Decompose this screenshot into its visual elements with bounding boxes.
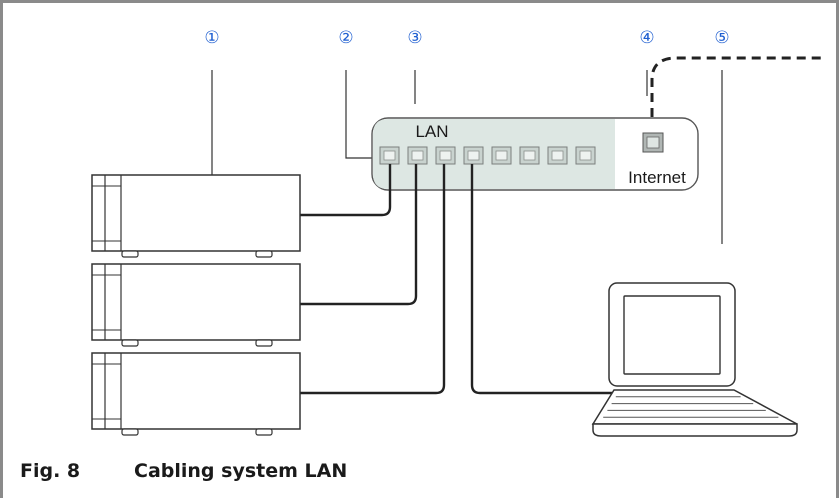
callout-1: ①: [204, 28, 219, 48]
lan-port-socket: [439, 150, 452, 161]
device-housing: [91, 263, 301, 341]
lan-port-socket: [523, 150, 536, 161]
laptop-icon: [591, 282, 798, 437]
device-module: [91, 174, 301, 258]
device-foot: [121, 428, 139, 436]
lan-port-socket: [467, 150, 480, 161]
device-housing: [91, 174, 301, 252]
device-foot: [255, 250, 273, 258]
lan-cables: [300, 164, 612, 395]
lan-port-socket: [551, 150, 564, 161]
internet-label: Internet: [628, 168, 686, 187]
device-module: [91, 352, 301, 436]
device-foot: [121, 250, 139, 258]
figure-title: Cabling system LAN: [134, 460, 348, 482]
internet-cable: [650, 56, 822, 132]
device-foot: [255, 339, 273, 347]
device-stack: [91, 174, 301, 436]
lan-cable-device-2: [300, 164, 418, 306]
device-foot: [255, 428, 273, 436]
figure-caption: Fig. 8 Cabling system LAN: [20, 460, 347, 482]
device-housing: [91, 352, 301, 430]
lan-ports: [379, 146, 596, 165]
callout-3: ③: [407, 28, 422, 48]
laptop-screen: [623, 295, 721, 375]
lan-label: LAN: [415, 122, 448, 141]
network-switch: LAN Internet: [371, 117, 699, 191]
figure-number: Fig. 8: [20, 460, 81, 482]
laptop-front-edge: [592, 423, 798, 437]
lan-port-socket: [383, 150, 396, 161]
lan-port-socket: [411, 150, 424, 161]
leader-lines: [211, 70, 723, 244]
lan-cable-laptop: [470, 164, 612, 395]
laptop-keyboard-base: [591, 389, 798, 425]
internet-port-socket: [646, 136, 660, 149]
device-module: [91, 263, 301, 347]
leader-line-2: [345, 70, 375, 159]
lan-cable-device-1: [300, 164, 392, 217]
lan-port-socket: [579, 150, 592, 161]
callout-4: ④: [639, 28, 654, 48]
lan-port-socket: [495, 150, 508, 161]
callout-5: ⑤: [714, 28, 729, 48]
device-foot: [121, 339, 139, 347]
lan-cable-device-3: [300, 164, 446, 395]
callout-2: ②: [338, 28, 353, 48]
laptop-keyboard-keys: [603, 396, 779, 418]
